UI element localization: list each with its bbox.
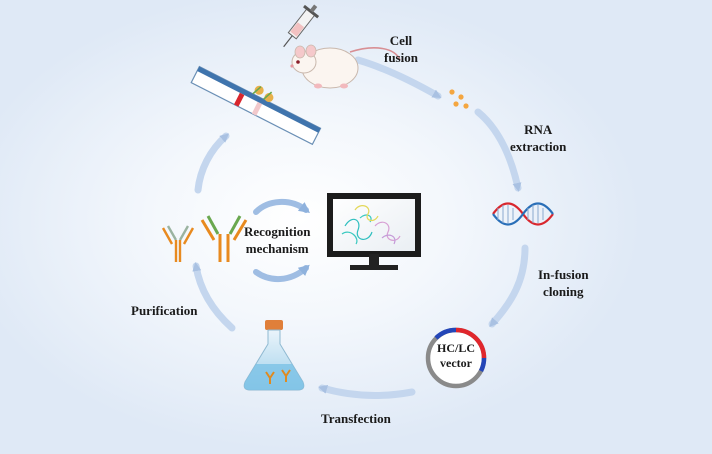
label-infusion-cloning: In-fusion cloning [538,266,589,300]
arrow-flask-to-antibody [192,262,236,332]
test-strip-icon [190,65,322,146]
mouse-icon [290,44,401,89]
arrow-rna-to-dna [474,108,522,192]
label-purification-text: Purification [131,303,198,318]
dna-icon [492,202,554,226]
arrow-recognition-top [253,199,311,215]
antibody-icon-large [200,215,248,262]
protein-structure-icon [341,205,401,245]
culture-flask-icon [243,320,305,391]
label-rna-extraction-line1: RNA [524,122,553,137]
cells-icon [449,89,469,109]
label-rna-extraction-line2: extraction [510,139,567,154]
arrow-vector-to-flask [318,384,416,399]
antibody-icon-small [161,225,195,262]
arrow-dna-to-vector [488,244,529,328]
label-infusion-cloning-line1: In-fusion [538,267,589,282]
label-cell-fusion-line1: Cell [389,33,413,48]
label-vector: HC/LC vector [432,341,480,371]
label-rna-extraction: RNA extraction [510,121,566,155]
arrow-mouse-to-cells [354,56,442,100]
label-purification: Purification [131,302,197,319]
arrow-recognition-bottom [253,264,310,282]
plasmid-vector-icon [425,327,487,389]
label-vector-line2: vector [440,356,472,370]
label-recognition-line1: Recognition [244,224,311,239]
syringe-icon [283,4,320,48]
label-cell-fusion-line2: fusion [384,50,418,65]
label-cell-fusion: Cell fusion [384,32,418,66]
arrow-antibody-to-strip [194,132,230,194]
label-vector-line1: HC/LC [436,341,475,355]
label-recognition-mechanism: Recognition mechanism [244,223,310,257]
label-infusion-cloning-line2: cloning [543,284,584,299]
label-transfection-text: Transfection [321,411,391,426]
monitor-icon [327,193,421,270]
label-recognition-line2: mechanism [245,241,309,256]
label-transfection: Transfection [321,410,391,427]
